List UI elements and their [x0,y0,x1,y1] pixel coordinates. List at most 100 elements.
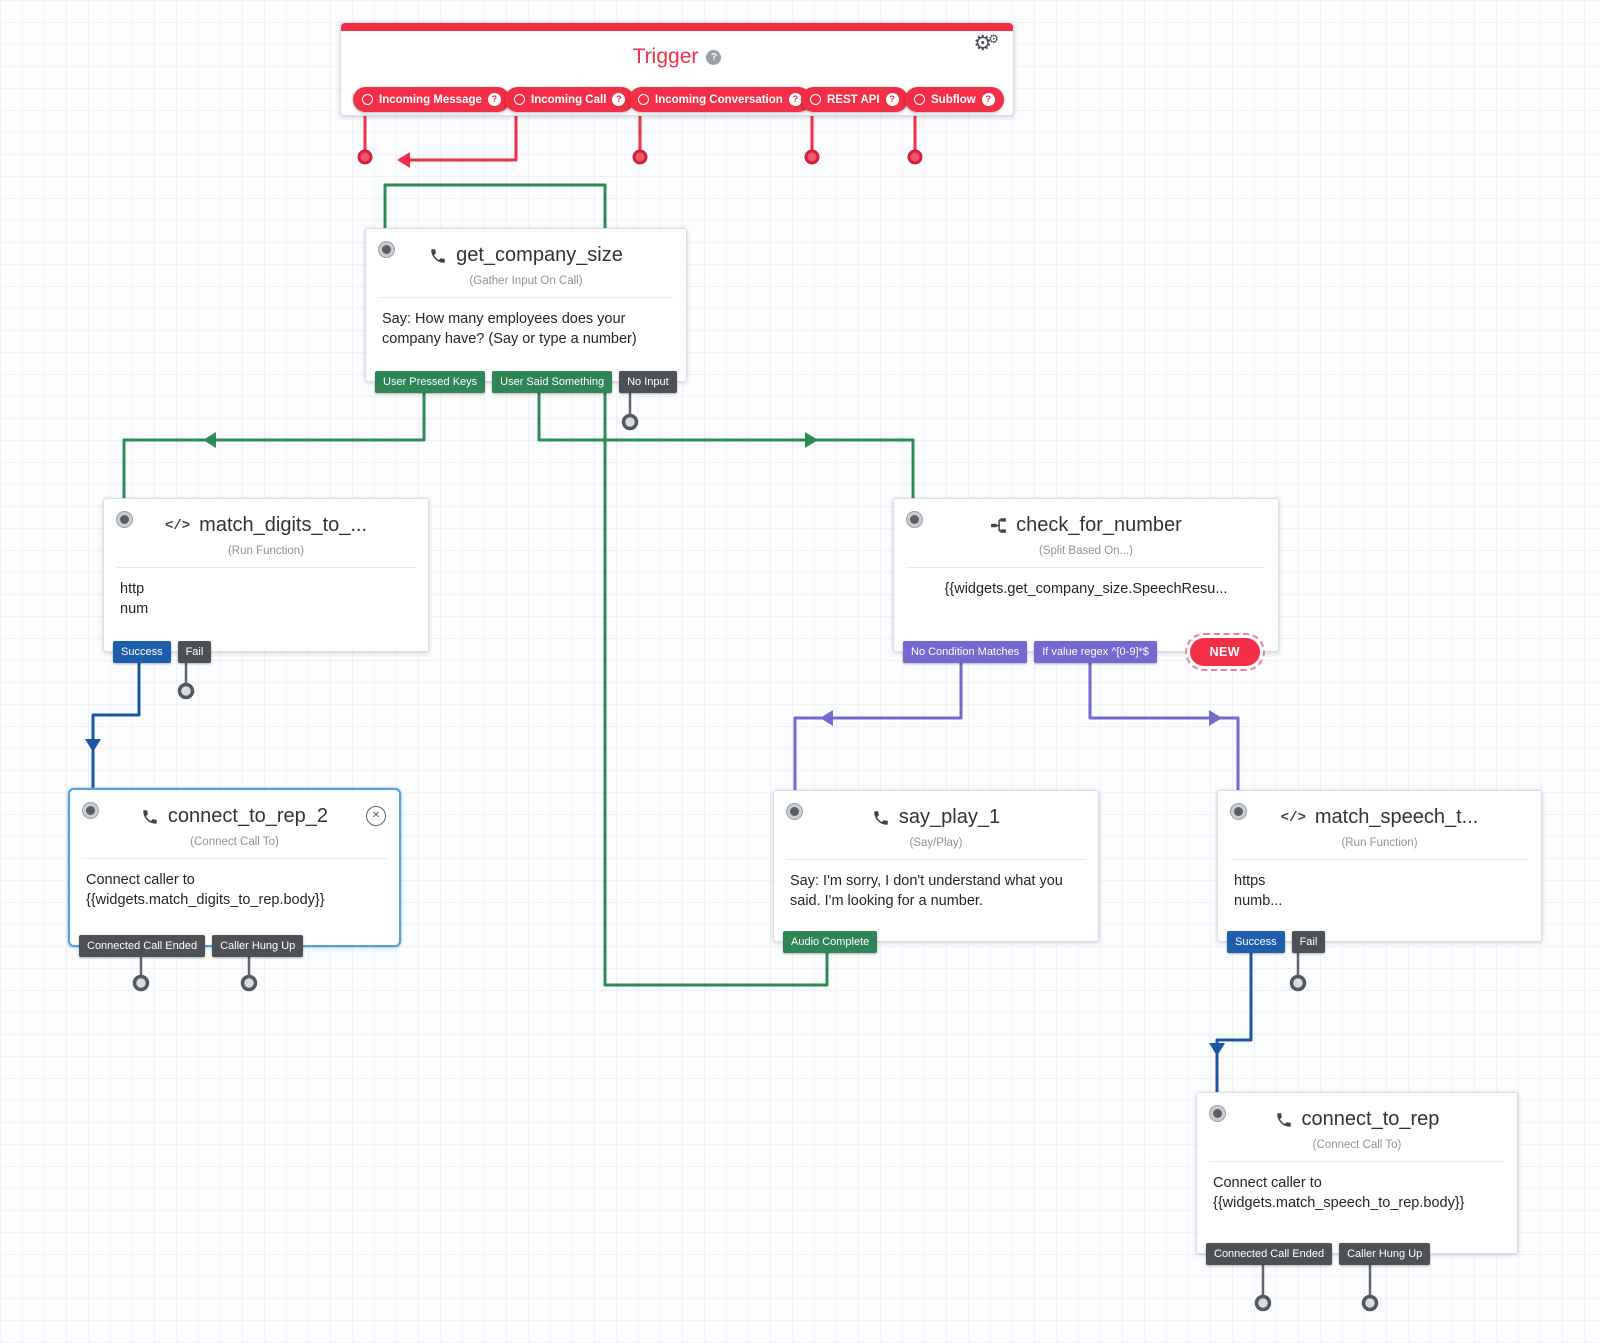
transition-pills: Success Fail [113,641,212,663]
connection-incoming-call [400,108,518,162]
trigger-pill-incoming-message[interactable]: Incoming Message ? [353,87,510,112]
gear-icon[interactable]: ⚙⚙ [973,33,999,54]
widget-title: connect_to_rep [1301,1108,1440,1130]
trigger-widget[interactable]: Trigger ? ⚙⚙ Incoming Message ? Incoming… [340,22,1014,116]
close-icon[interactable]: ✕ [366,806,386,826]
widget-connect-to-rep-2[interactable]: connect_to_rep_2 ✕ (Connect Call To) Con… [68,788,401,957]
widget-title: get_company_size [456,244,623,266]
trigger-pill-incoming-conversation[interactable]: Incoming Conversation ? [629,87,811,112]
help-icon: ? [981,93,995,106]
help-icon[interactable]: ? [706,49,722,65]
widget-type: (Connect Call To) [82,836,387,859]
arrowhead [203,432,216,448]
transition-success[interactable]: Success [113,641,171,663]
widget-body: Say: How many employees does your compan… [382,311,637,347]
transition-fail[interactable]: Fail [1291,931,1326,953]
connector-endpoint[interactable] [1289,974,1307,992]
widget-title-row: get_company_size [366,244,686,267]
transition-connected-call-ended[interactable]: Connected Call Ended [1206,1243,1333,1265]
connector-endpoint[interactable] [621,413,639,431]
widget-type: (Split Based On...) [906,545,1266,568]
widget-body: {{widgets.get_company_size.SpeechResu... [944,581,1228,597]
trigger-pill-incoming-call[interactable]: Incoming Call ? [505,87,635,112]
connector-endpoint[interactable] [1361,1294,1379,1312]
widget-type: (Connect Call To) [1209,1139,1505,1162]
widget-title: check_for_number [1016,514,1182,536]
transition-if-value-regex[interactable]: If value regex ^[0-9]*$ [1034,641,1157,663]
gear-glyph-small: ⚙ [988,32,999,46]
connector-port[interactable] [379,242,394,257]
connector-endpoint[interactable] [1254,1294,1272,1312]
transition-fail[interactable]: Fail [177,641,212,663]
trigger-pill-label: Incoming Conversation [655,93,783,106]
transition-caller-hung-up[interactable]: Caller Hung Up [212,935,304,957]
transition-user-pressed-keys[interactable]: User Pressed Keys [375,371,486,393]
widget-title-row: </> match_digits_to_... [104,514,428,537]
transition-user-said-something[interactable]: User Said Something [492,371,613,393]
help-icon: ? [612,93,626,106]
arrowhead [1209,710,1222,726]
transition-connected-call-ended[interactable]: Connected Call Ended [79,935,206,957]
transition-pills: Success Fail [1227,931,1326,953]
transition-caller-hung-up[interactable]: Caller Hung Up [1339,1243,1431,1265]
trigger-pill-rest-api[interactable]: REST API ? [801,87,908,112]
widget-get-company-size[interactable]: get_company_size (Gather Input On Call) … [365,228,687,393]
widget-title-row: check_for_number [894,514,1278,537]
connector-endpoint[interactable] [240,974,258,992]
widget-title: match_speech_t... [1314,806,1479,828]
transition-pills: No Condition Matches If value regex ^[0-… [903,641,1157,663]
transition-pills: Connected Call Ended Caller Hung Up [79,935,304,957]
connector-endpoint[interactable] [804,149,820,165]
help-icon: ? [487,93,501,106]
connector-port[interactable] [787,804,802,819]
arrowhead [85,739,101,752]
widget-match-digits-to-rep[interactable]: </> match_digits_to_... (Run Function) h… [103,498,429,663]
widget-check-for-number[interactable]: check_for_number (Split Based On...) {{w… [893,498,1279,671]
trigger-pill-subflow[interactable]: Subflow ? [905,87,1004,112]
connector-endpoint[interactable] [177,682,195,700]
widget-say-play-1[interactable]: say_play_1 (Say/Play) Say: I'm sorry, I … [773,790,1099,953]
new-transition-button[interactable]: NEW [1189,638,1260,666]
trigger-pill-label: Incoming Call [531,93,607,106]
connector-endpoint[interactable] [132,974,150,992]
radio-icon [810,94,821,105]
transition-success[interactable]: Success [1227,931,1285,953]
widget-title: connect_to_rep_2 [167,805,329,827]
connector-port[interactable] [117,512,132,527]
connector-port[interactable] [1231,804,1246,819]
widget-connect-to-rep[interactable]: connect_to_rep (Connect Call To) Connect… [1196,1092,1518,1265]
trigger-title: Trigger [632,45,699,68]
transition-pills: User Pressed Keys User Said Something No… [375,371,677,393]
widget-body: Say: I'm sorry, I don't understand what … [790,873,1063,909]
widget-body-line: Connect caller to [86,872,195,888]
widget-body-line: num [120,601,149,617]
connector-port[interactable] [1210,1106,1225,1121]
connection-user-pressed-keys [122,392,426,510]
widget-title: say_play_1 [898,806,1001,828]
widget-type: (Run Function) [116,545,416,568]
connector-endpoint[interactable] [632,149,648,165]
connector-endpoint[interactable] [357,149,373,165]
connector-endpoint[interactable] [907,149,923,165]
widget-match-speech-to-rep[interactable]: </> match_speech_t... (Run Function) htt… [1217,790,1542,953]
transition-no-condition-matches[interactable]: No Condition Matches [903,641,1028,663]
transition-no-input[interactable]: No Input [619,371,677,393]
phone-icon [872,809,890,827]
widget-body: https numb... [1218,860,1541,911]
widget-body-line: {{widgets.match_digits_to_rep.body}} [86,892,325,908]
transition-audio-complete[interactable]: Audio Complete [783,931,878,953]
widget-title-row: connect_to_rep [1197,1108,1517,1131]
radio-icon [514,94,525,105]
widget-type: (Gather Input On Call) [378,275,674,298]
widget-type: (Say/Play) [786,837,1086,860]
connector-port[interactable] [83,803,98,818]
widget-title-row: </> match_speech_t... [1218,806,1541,829]
widget-title: match_digits_to_... [199,514,368,536]
phone-icon [141,808,159,826]
new-transition-wrapper: NEW [1184,633,1265,671]
trigger-pill-label: REST API [827,93,880,106]
connection-digits-success [91,662,141,806]
widget-body: Connect caller to {{widgets.match_speech… [1197,1162,1517,1213]
connector-port[interactable] [907,512,922,527]
